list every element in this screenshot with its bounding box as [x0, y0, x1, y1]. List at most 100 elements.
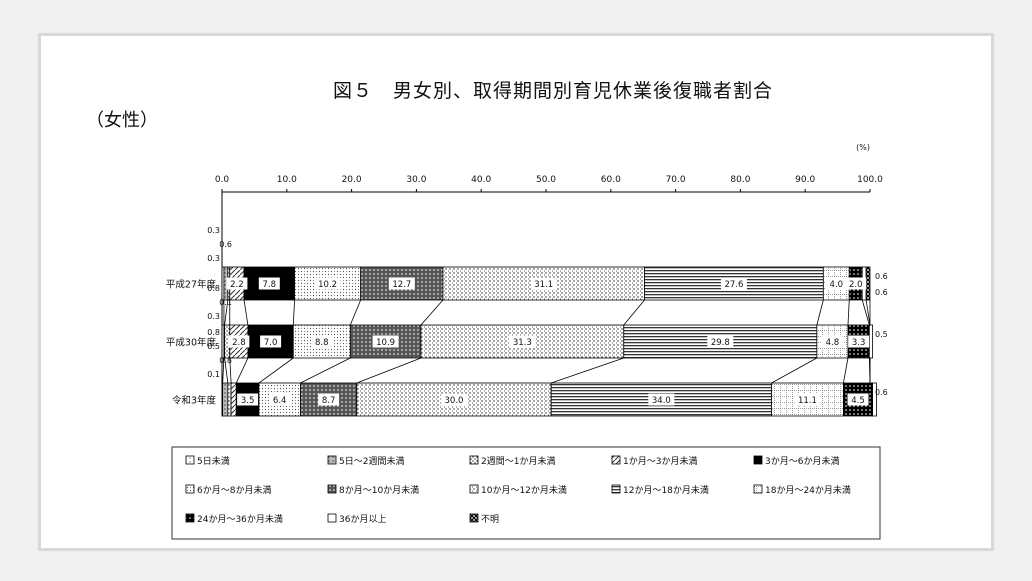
data-label: 4.8: [826, 338, 840, 348]
data-label: 30.0: [445, 396, 464, 406]
data-label: 0.6: [219, 240, 232, 249]
data-label: 0.8: [207, 328, 220, 337]
connector-line: [243, 299, 249, 326]
data-label: 8.7: [322, 396, 336, 406]
data-label-bg: [848, 335, 870, 348]
data-label: 0.3: [207, 226, 220, 235]
category-label: 平成30年度: [166, 337, 217, 349]
x-tick-label: 10.0: [277, 175, 297, 185]
bar-segment: [258, 382, 301, 417]
data-label: 34.0: [652, 396, 671, 406]
x-tick-label: 40.0: [471, 175, 491, 185]
connector-line: [623, 299, 645, 326]
data-label-bg: [821, 335, 843, 348]
legend-swatch: [753, 455, 763, 465]
x-tick-label: 70.0: [666, 175, 686, 185]
legend-swatch: [611, 484, 621, 494]
data-label-bg: [388, 277, 415, 290]
connector-line: [235, 357, 249, 384]
data-label: 0.8: [219, 356, 232, 365]
data-label-bg: [720, 277, 747, 290]
x-tick-label: 50.0: [536, 175, 556, 185]
data-label: 0.3: [207, 254, 220, 263]
connector-line: [420, 299, 444, 326]
data-label-bg: [318, 393, 340, 406]
connector-line: [771, 357, 818, 384]
data-label-bg: [372, 335, 399, 348]
connector-line: [843, 357, 849, 384]
legend-swatch: [469, 513, 479, 523]
bar-segment: [222, 382, 229, 417]
legend-swatch: [753, 484, 763, 494]
data-label: 0.6: [875, 388, 888, 397]
x-tick-label: 60.0: [601, 175, 621, 185]
data-label-bg: [258, 277, 280, 290]
data-label: 27.6: [724, 280, 743, 290]
legend-label: 2週間～1か月未満: [481, 455, 555, 467]
legend-label: 10か月～12か月未満: [481, 484, 567, 496]
connector-line: [349, 299, 362, 326]
data-label: 2.8: [232, 338, 246, 348]
data-label-bg: [648, 393, 675, 406]
connector-line: [224, 357, 229, 384]
data-label: 7.0: [264, 338, 278, 348]
data-label: 2.2: [230, 280, 244, 290]
legend-swatch: [327, 484, 337, 494]
data-label: 31.1: [534, 280, 553, 290]
legend-swatch: [185, 513, 195, 523]
legend-label: 5日～2週間未満: [339, 455, 404, 467]
data-label-bg: [311, 335, 333, 348]
bar-segment: [868, 324, 873, 359]
legend-label: 36か月以上: [339, 514, 386, 525]
legend-swatch: [327, 513, 337, 523]
data-label: 29.8: [711, 338, 730, 348]
data-label: 6.4: [273, 396, 287, 406]
data-label-bg: [260, 335, 282, 348]
connector-line: [356, 357, 422, 384]
data-label-bg: [847, 393, 869, 406]
legend-label: 3か月～6か月未満: [765, 455, 839, 467]
data-label-bg: [226, 277, 248, 290]
connector-line: [292, 299, 295, 326]
x-tick-label: 0.0: [215, 175, 230, 185]
data-label: 3.3: [852, 338, 866, 348]
legend-swatch: [327, 455, 337, 465]
data-label-bg: [269, 393, 291, 406]
legend-label: 18か月～24か月未満: [765, 484, 851, 496]
legend-swatch: [185, 484, 195, 494]
data-label-bg: [794, 393, 821, 406]
data-label: 7.8: [263, 280, 277, 290]
connector-line: [258, 357, 294, 384]
data-label: 4.5: [851, 396, 865, 406]
data-label: 12.7: [392, 280, 411, 290]
data-label-bg: [440, 393, 467, 406]
data-label: 31.3: [513, 338, 532, 348]
category-label: 令和3年度: [172, 395, 217, 407]
data-label-bg: [509, 335, 536, 348]
data-label-bg: [530, 277, 557, 290]
legend-label: 5日未満: [197, 455, 230, 467]
connector-line: [816, 299, 824, 326]
data-label-bg: [707, 335, 734, 348]
data-label: 10.9: [376, 338, 395, 348]
connector-line: [861, 299, 870, 326]
category-label: 平成27年度: [166, 279, 217, 291]
data-label: 11.1: [798, 396, 817, 406]
legend-swatch: [469, 455, 479, 465]
bar-segment: [865, 266, 871, 301]
legend-label: 12か月～18か月未満: [623, 484, 709, 496]
data-label: 8.8: [315, 338, 329, 348]
data-label: 4.0: [830, 280, 844, 290]
data-label: 0.1: [219, 298, 232, 307]
x-tick-label: 80.0: [730, 175, 750, 185]
unit-label: (%): [856, 143, 870, 152]
connector-line: [847, 299, 850, 326]
bar-segment: [872, 382, 877, 417]
connector-line: [300, 357, 351, 384]
x-tick-label: 30.0: [406, 175, 426, 185]
data-label: 0.1: [207, 370, 220, 379]
